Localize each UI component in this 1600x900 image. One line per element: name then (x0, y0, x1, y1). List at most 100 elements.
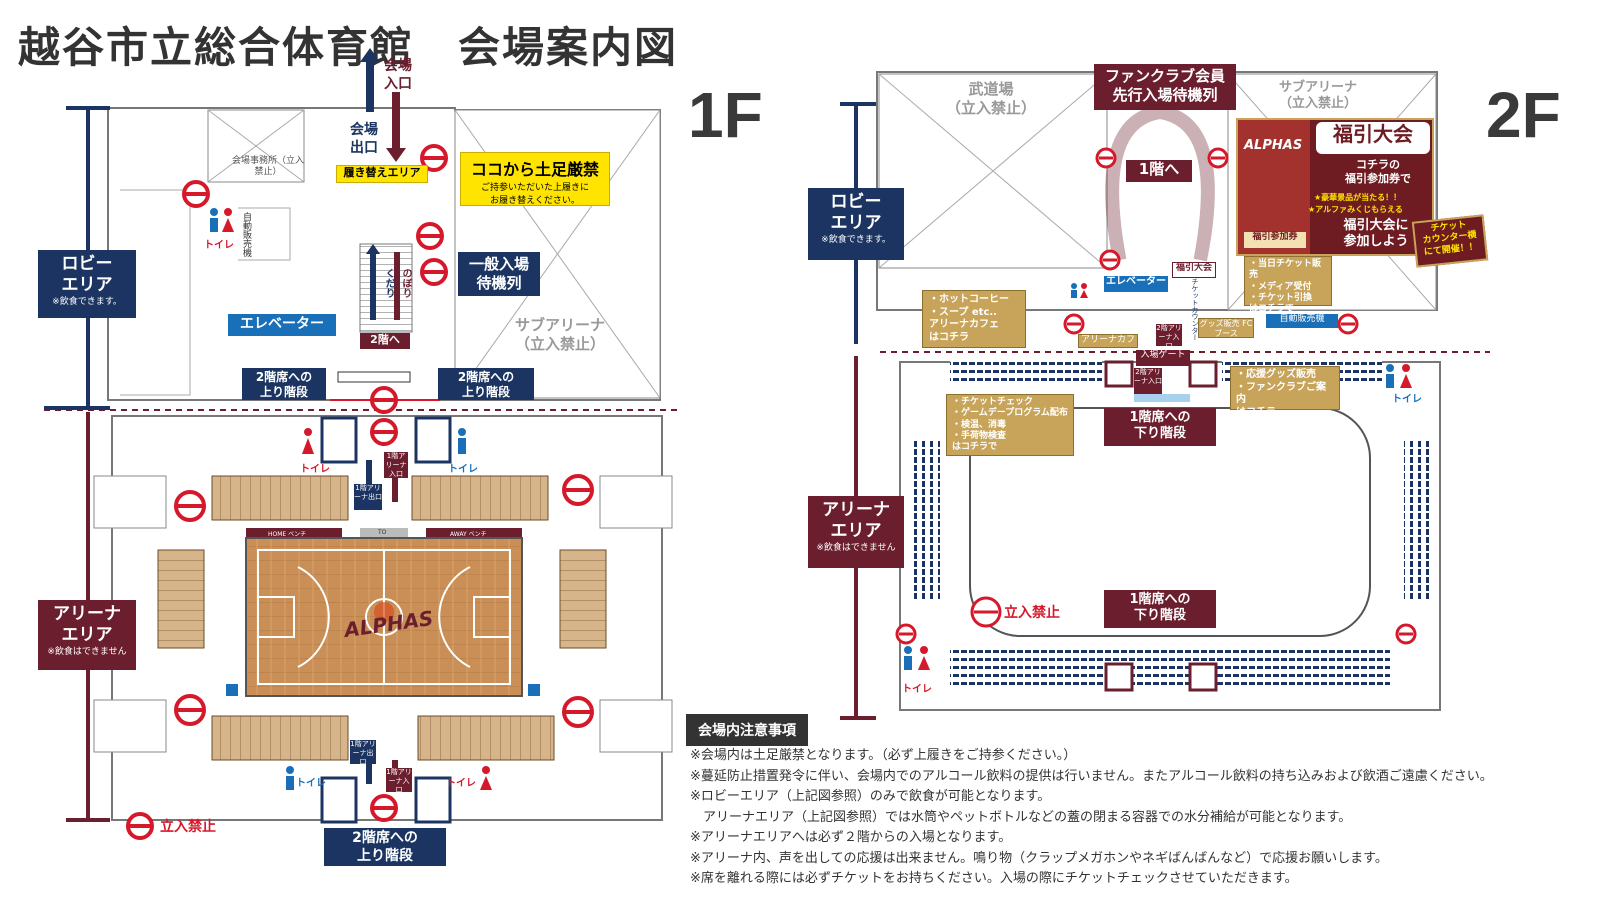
arena-1f-note: ※飲食はできません (47, 646, 127, 657)
page-title: 越谷市立総合体育館 会場案内図 (18, 23, 679, 72)
goods-line3: はコチラ (1236, 406, 1276, 418)
cafe-line3: アリーナカフェ (929, 319, 999, 330)
arena-area-1f: アリーナ エリア ※飲食はできません (38, 600, 136, 670)
lobby-1f-line2: エリア (61, 275, 113, 296)
lobby-1f-note: ※飲食できます。 (52, 296, 122, 307)
stairs-up-left-1: 2階席への (255, 370, 313, 384)
shoe-banner-title: ココから土足厳禁 (470, 160, 599, 179)
ticket-line4: はコチラで (1249, 304, 1295, 314)
arena-area-2f: アリーナ エリア ※飲食はできません (808, 496, 904, 568)
goods-line2: ・ファンクラブご案内 (1236, 381, 1326, 406)
sub-arena-2f-line1: サブアリーナ (1278, 80, 1357, 95)
sub-arena-line2: （立入禁止） (514, 334, 605, 353)
event-tag: コチラの 福引参加券で (1328, 158, 1428, 186)
sub-arena-line1: サブアリーナ (514, 316, 605, 334)
check-line2: ・ゲームデープログラム配布 (952, 408, 1068, 419)
exit-label: 会場出口 (350, 122, 378, 156)
event-star2: ★アルファみくじもらえる (1308, 205, 1403, 214)
notes-heading: 会場内注意事項 (686, 714, 808, 746)
general-queue-line2: 待機列 (476, 273, 522, 292)
event-ticket-label: 福引参加券 (1244, 232, 1306, 248)
check-line3: ・検温、消毒 (952, 419, 1007, 430)
toilet-label-left: トイレ (300, 464, 330, 475)
budo-line1: 武道場 (968, 80, 1014, 98)
general-queue-label: 一般入場 待機列 (458, 252, 540, 296)
event-tag1: コチラの (1356, 158, 1400, 171)
event-tag2: 福引参加券で (1345, 171, 1411, 185)
note-line: ※席を離れる際には必ずチケットをお持ちください。入場の際にチケットチェックさせて… (690, 871, 1298, 886)
toilet-label: トイレ (204, 240, 234, 251)
goods-fc-label: グッズ販売 FC ブース (1198, 318, 1254, 338)
arena-1f-line2: エリア (61, 625, 113, 646)
stairs-up-right-1: 2階席への (457, 370, 515, 384)
vending-2f-label: 自動販売機 (1266, 314, 1338, 328)
budo-line2: （立入禁止） (945, 98, 1036, 117)
stairs-down-top-2: 下り階段 (1133, 426, 1186, 442)
stairs-up-right: 2階席への 上り階段 (438, 368, 534, 400)
stairs-down-bottom: 1階席への 下り階段 (1104, 590, 1216, 628)
arena-entry-2f-label: 2階アリーナ入口 (1156, 324, 1182, 350)
cafe-line4: はコチラ (929, 331, 969, 343)
arena-2f-line1: アリーナ (822, 500, 890, 520)
sub-arena-2f-label: サブアリーナ （立入禁止） (1262, 80, 1374, 113)
ticket-line3: ・チケット引換 (1249, 292, 1313, 303)
notes-list: ※会場内は土足厳禁となります。（必ず上履きをご持参ください。） ※蔓延防止措置発… (690, 746, 1493, 890)
note-line: ※アリーナエリアへは必ず２階からの入場となります。 (690, 830, 1012, 845)
lobby-area-1f: ロビー エリア ※飲食できます。 (38, 250, 136, 318)
toilet-2f-bottom: トイレ (902, 684, 932, 695)
check-line4: ・手荷物検査 (952, 430, 1007, 441)
shoe-area-label: 履き替えエリア (336, 165, 428, 183)
ticket-box: ・当日チケット販売 ・メディア受付 ・チケット引換 はコチラで (1244, 256, 1332, 314)
lobby-2f-line2: エリア (830, 213, 882, 234)
sub-arena-2f-line2: （立入禁止） (1278, 96, 1357, 112)
office-label: 会場事務所（立入禁止） (232, 156, 305, 178)
arena-1f-line1: アリーナ (53, 604, 121, 624)
budo-label: 武道場 （立入禁止） (936, 80, 1046, 118)
to-2f-label: 2階へ (360, 333, 410, 349)
down-label: くだり (383, 268, 394, 298)
arena-entry-label: 1階アリーナ入口 (384, 452, 408, 478)
toilet-icon (210, 208, 492, 790)
stairs-down-top-1: 1階席への (1129, 410, 1191, 425)
toilet-2f-right: トイレ (1392, 394, 1422, 405)
note-line: ※蔓延防止措置発令に伴い、会場内でのアルコール飲料の提供は行いません。またアルコ… (690, 768, 1493, 784)
lobby-2f-line1: ロビー (830, 192, 882, 212)
arena-entry-label-bottom: 1階アリーナ入口 (386, 768, 412, 794)
check-line5: はコチラで (952, 442, 998, 452)
stairs-up-bottom-1: 2階席への (352, 830, 418, 846)
lobby-1f-line1: ロビー (61, 254, 113, 274)
shoe-banner-sub1: ご持参いただいた上履きに (480, 183, 589, 193)
ticket-line2: ・メディア受付 (1249, 281, 1312, 292)
lobby-area-2f: ロビー エリア ※飲食できます。 (808, 188, 904, 260)
stairs-down-top: 1階席への 下り階段 (1104, 408, 1216, 446)
ticket-line1: ・当日チケット販売 (1249, 259, 1322, 281)
event-cta1: 福引大会に (1343, 218, 1409, 233)
home-bench-label: HOME ベンチ (268, 531, 307, 538)
sub-arena-label: サブアリーナ （立入禁止） (500, 316, 620, 354)
note-line: アリーナエリア（上記図参照）では水筒やペットボトルなどの蓋の閉まる容器での水分補… (690, 809, 1352, 825)
event-logo: ALPHAS (1244, 138, 1303, 153)
arena-exit-label-bottom: 1階アリーナ出口 (350, 740, 376, 766)
elevator-2f-label: エレベーター (1104, 276, 1168, 292)
arena-2f-line2: エリア (830, 521, 882, 542)
general-queue-line1: 一般入場 (468, 255, 529, 273)
fc-queue-label: ファンクラブ会員 先行入場待機列 (1094, 64, 1236, 110)
stairs-up-left: 2階席への 上り階段 (242, 368, 326, 400)
floor-label-1f: 1F (688, 79, 763, 151)
goods-box: ・応援グッズ販売 ・ファンクラブご案内 はコチラ (1230, 366, 1340, 418)
to-1f-label: 1階へ (1126, 160, 1192, 182)
note-line: ※アリーナ内、声を出しての応援は出来ません。鳴り物（クラップメガホンやネギばんば… (690, 850, 1388, 866)
note-line: ※ロビーエリア（上記図参照）のみで飲食が可能となります。 (690, 789, 1051, 804)
away-bench-label: AWAY ベンチ (450, 531, 487, 538)
event-star1: ★豪華景品が当たる！！ (1314, 193, 1402, 202)
no-entry-legend-2f: 立入禁止 (1004, 605, 1060, 621)
up-label: のぼり (400, 268, 411, 298)
toilet-label-bottom-right: トイレ (446, 778, 476, 789)
stairs-up-bottom: 2階席への 上り階段 (324, 828, 446, 866)
toilet-label-bottom-left: トイレ (296, 778, 326, 789)
stairs-down-bottom-2: 下り階段 (1133, 608, 1186, 624)
elevator-label: エレベーター (228, 314, 336, 336)
check-box: ・チケットチェック ・ゲームデープログラム配布 ・検温、消毒 ・手荷物検査 はコ… (946, 394, 1074, 456)
goods-line1: ・応援グッズ販売 (1236, 369, 1316, 380)
cafe-line1: ・ホットコーヒー (929, 294, 1009, 305)
